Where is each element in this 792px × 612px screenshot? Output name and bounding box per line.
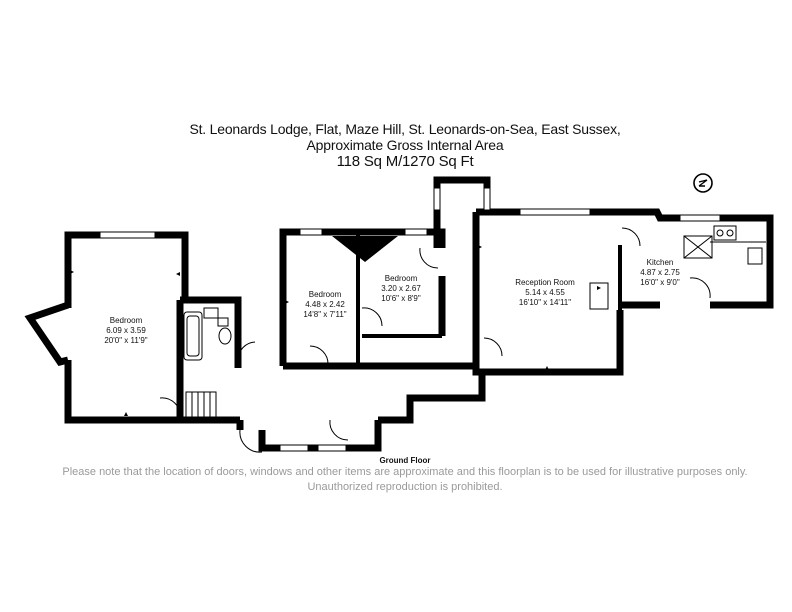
fireplace — [589, 282, 609, 310]
room-label-reception-room: Reception Room 5.14 x 4.55 16'10" x 14'1… — [510, 278, 580, 308]
room-name: Reception Room — [515, 278, 575, 287]
bathroom-fixtures — [183, 307, 232, 361]
room-label-kitchen: Kitchen 4.87 x 2.75 16'0" x 9'0" — [630, 258, 690, 288]
room-name: Bedroom — [308, 290, 342, 299]
room-name: Bedroom — [109, 316, 143, 325]
kitchen-fittings — [683, 225, 766, 265]
chimney-breast — [332, 236, 398, 262]
room-label-bedroom-3: Bedroom 3.20 x 2.67 10'6" x 8'9" — [371, 274, 431, 304]
room-metric: 3.20 x 2.67 — [381, 284, 421, 293]
room-label-bedroom-2: Bedroom 4.48 x 2.42 14'8" x 7'11" — [295, 290, 355, 320]
room-imperial: 16'10" x 14'11" — [518, 298, 572, 307]
stairs — [185, 391, 217, 419]
title-line-area-caption: Approximate Gross Internal Area — [306, 137, 504, 153]
room-metric: 4.87 x 2.75 — [640, 268, 680, 277]
room-name: Bedroom — [384, 274, 418, 283]
room-imperial: 14'8" x 7'11" — [303, 310, 347, 319]
disclaimer-text: Please note that the location of doors, … — [62, 466, 748, 493]
room-imperial: 16'0" x 9'0" — [640, 278, 680, 287]
north-arrow-icon — [693, 173, 713, 193]
room-metric: 4.48 x 2.42 — [305, 300, 345, 309]
room-label-bedroom-1: Bedroom 6.09 x 3.59 20'0" x 11'9" — [96, 316, 156, 346]
room-metric: 6.09 x 3.59 — [106, 326, 146, 335]
title-line-address: St. Leonards Lodge, Flat, Maze Hill, St.… — [189, 121, 621, 137]
title-line-area-value: 118 Sq M/1270 Sq Ft — [336, 153, 474, 170]
windows — [99, 187, 721, 452]
door-swings — [159, 227, 711, 453]
room-metric: 5.14 x 4.55 — [525, 288, 565, 297]
wall-ticks — [70, 245, 601, 416]
room-imperial: 10'6" x 8'9" — [381, 294, 421, 303]
floor-label: Ground Floor — [379, 456, 431, 465]
room-imperial: 20'0" x 11'9" — [104, 336, 148, 345]
room-name: Kitchen — [646, 258, 674, 267]
walls — [24, 176, 774, 452]
